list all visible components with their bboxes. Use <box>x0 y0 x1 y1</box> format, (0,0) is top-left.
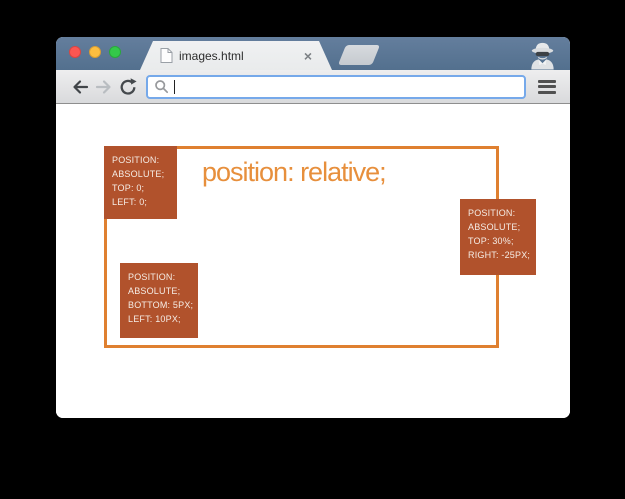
zoom-window-button[interactable] <box>109 46 121 58</box>
back-arrow-icon <box>73 79 89 94</box>
back-button[interactable] <box>68 75 92 99</box>
hamburger-icon <box>538 90 556 94</box>
absolute-box-right: POSITION: ABSOLUTE; TOP: 30%; RIGHT: -25… <box>460 199 536 275</box>
box-line: BOTTOM: 5PX; <box>128 299 194 310</box>
box-line: ABSOLUTE; <box>112 168 165 179</box>
forward-button[interactable] <box>92 75 116 99</box>
box-line: LEFT: 10PX; <box>128 313 181 324</box>
reload-icon <box>120 77 137 95</box>
address-bar[interactable] <box>146 74 526 99</box>
box-line: TOP: 30%; <box>468 235 514 246</box>
box-line: POSITION: <box>128 272 176 282</box>
document-icon <box>160 48 173 63</box>
tab-close-icon[interactable]: × <box>303 47 312 64</box>
minimize-window-button[interactable] <box>89 46 101 58</box>
incognito-icon <box>531 42 554 70</box>
absolute-box-top-left: POSITION: ABSOLUTE; TOP: 0; LEFT: 0; <box>104 146 177 219</box>
new-tab-button[interactable] <box>337 45 381 65</box>
menu-button[interactable] <box>538 79 556 94</box>
address-input[interactable] <box>175 76 518 97</box>
box-line: TOP: 0; <box>112 182 145 193</box>
search-icon <box>155 80 169 94</box>
relative-container: position: relative; POSITION: ABSOLUTE; … <box>104 146 536 348</box>
box-line: RIGHT: -25PX; <box>468 249 531 260</box>
box-line: POSITION: <box>112 155 160 165</box>
tab-images-html[interactable]: images.html × <box>140 41 332 70</box>
forward-arrow-icon <box>95 79 111 94</box>
text-cursor <box>174 79 175 94</box>
navigation-toolbar <box>56 70 570 104</box>
tab-label: images.html <box>179 48 244 63</box>
box-line: ABSOLUTE; <box>128 285 181 296</box>
box-line: ABSOLUTE; <box>468 221 521 232</box>
title-bar: images.html × <box>56 37 570 70</box>
close-window-button[interactable] <box>69 46 81 58</box>
hamburger-icon <box>538 79 556 83</box>
hamburger-icon <box>538 85 556 88</box>
absolute-box-bottom-left: POSITION: ABSOLUTE; BOTTOM: 5PX; LEFT: 1… <box>120 263 198 338</box>
box-line: LEFT: 0; <box>112 196 148 207</box>
box-line: POSITION: <box>468 208 516 218</box>
page-content: position: relative; POSITION: ABSOLUTE; … <box>56 104 570 418</box>
window-controls <box>69 46 121 58</box>
reload-button[interactable] <box>116 75 140 99</box>
page-heading: position: relative; <box>202 157 387 187</box>
browser-window: images.html × <box>56 37 570 418</box>
